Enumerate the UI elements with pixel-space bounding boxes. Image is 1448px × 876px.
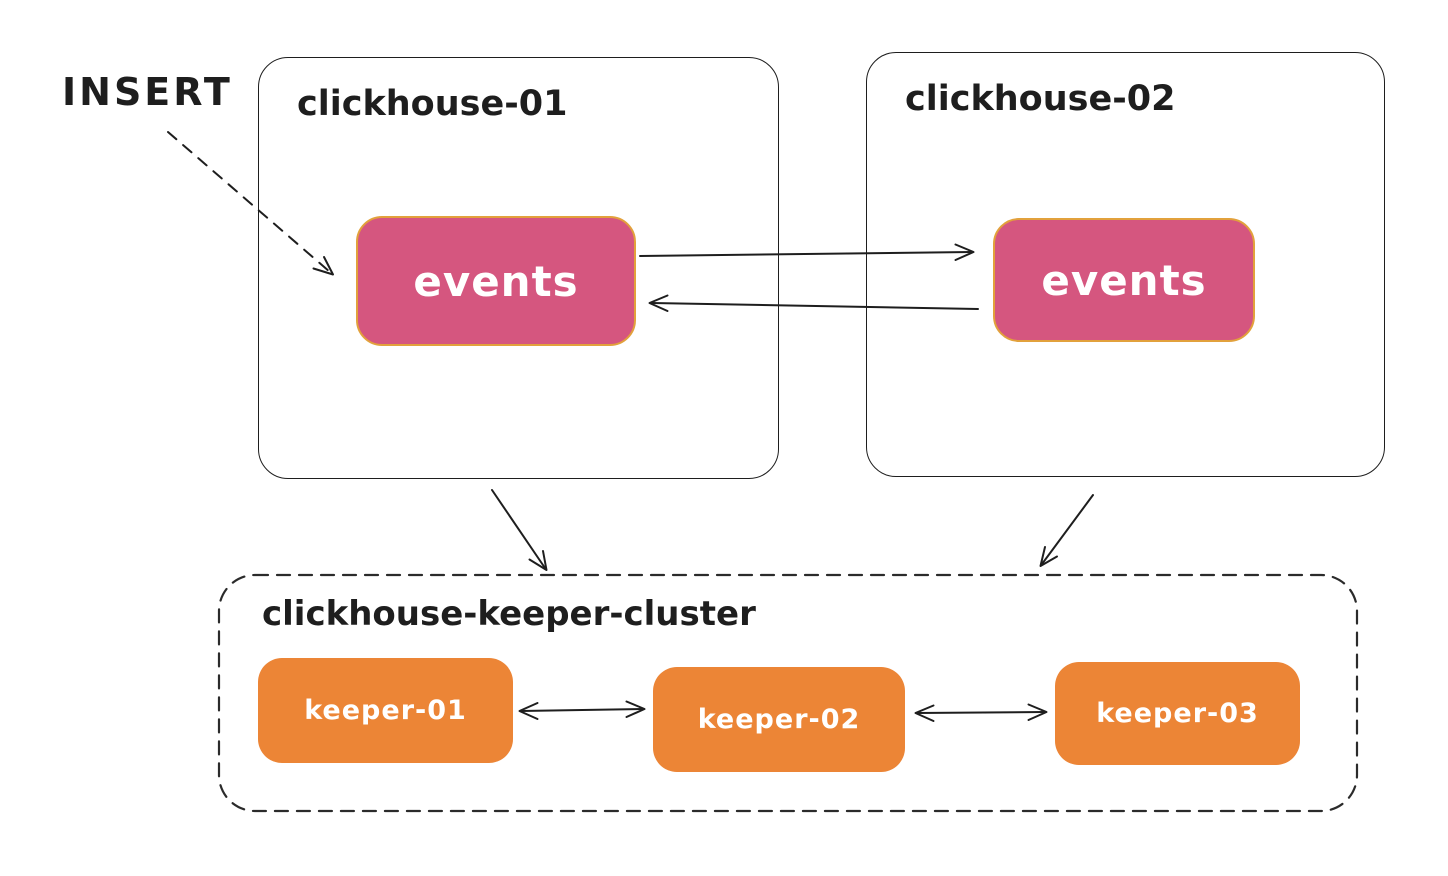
edge-clickhouse01-to-keeper-cluster — [491, 489, 548, 571]
keeper-cluster: clickhouse-keeper-cluster keeper-01 keep… — [218, 574, 1358, 812]
edge-clickhouse02-to-keeper-cluster — [1039, 494, 1094, 567]
node-keeper-01: keeper-01 — [258, 658, 513, 763]
insert-label: INSERT — [62, 70, 233, 114]
node-clickhouse-01-title: clickhouse-01 — [297, 84, 568, 124]
node-clickhouse-02-title: clickhouse-02 — [905, 79, 1176, 119]
node-keeper-02: keeper-02 — [653, 667, 905, 772]
node-keeper-03: keeper-03 — [1055, 662, 1300, 765]
node-clickhouse-01: clickhouse-01 events — [258, 57, 779, 479]
node-keeper-01-label: keeper-01 — [304, 695, 467, 726]
table-events-01: events — [356, 216, 636, 346]
node-keeper-02-label: keeper-02 — [697, 704, 861, 735]
table-events-02: events — [993, 218, 1255, 342]
table-events-02-label: events — [1041, 255, 1207, 305]
node-clickhouse-02: clickhouse-02 events — [866, 52, 1385, 477]
node-keeper-03-label: keeper-03 — [1096, 698, 1259, 729]
keeper-cluster-title: clickhouse-keeper-cluster — [262, 594, 756, 634]
table-events-01-label: events — [413, 256, 579, 306]
